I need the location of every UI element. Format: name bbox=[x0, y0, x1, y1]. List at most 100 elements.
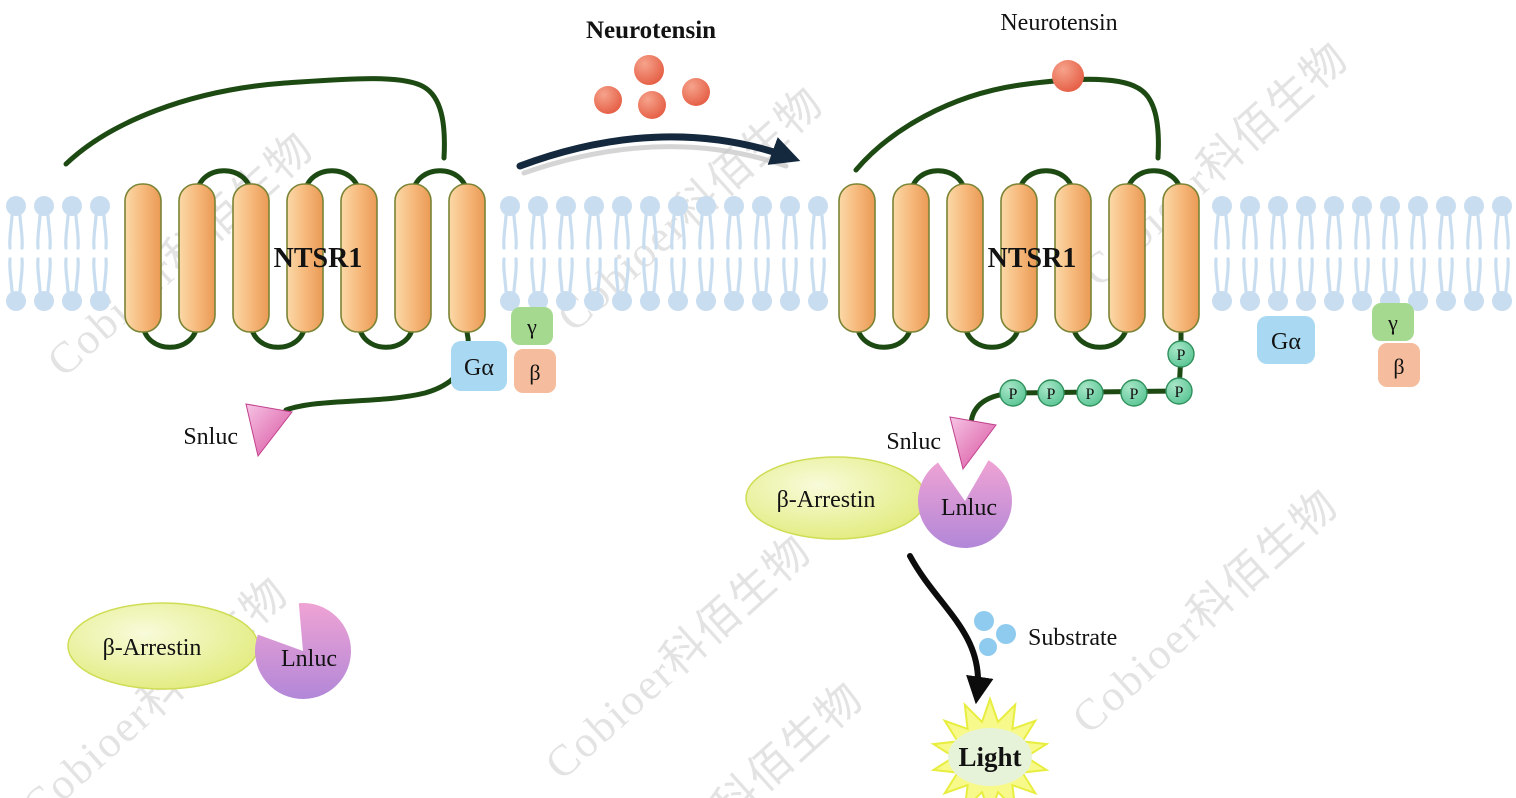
reaction-arrow bbox=[907, 553, 994, 705]
lipid bbox=[1210, 257, 1234, 313]
neurotensin-title: Neurotensin bbox=[586, 17, 716, 44]
g-beta-box-right bbox=[1378, 343, 1420, 387]
arrestin-complex-left: β-Arrestin Lnluc bbox=[67, 602, 352, 700]
phospho-label: P bbox=[1047, 386, 1056, 403]
receptor-name-left: NTSR1 bbox=[274, 243, 363, 274]
g-alpha-box-left bbox=[451, 341, 507, 391]
activation-arrow-shadow bbox=[521, 144, 789, 176]
c-terminus-right bbox=[968, 329, 1184, 426]
lipid bbox=[1266, 194, 1290, 250]
panel-inactive: NTSR1 γ β Gα Snluc β-Arrestin Lnluc bbox=[63, 76, 556, 700]
lnluc-label-right: Lnluc bbox=[941, 495, 997, 521]
g-alpha-box-right bbox=[1257, 316, 1315, 364]
neurotensin-ball-bound bbox=[1052, 60, 1084, 92]
lipid bbox=[722, 257, 746, 313]
lipid bbox=[60, 194, 84, 250]
lipid bbox=[88, 194, 112, 250]
lipid bbox=[1266, 257, 1290, 313]
lnluc-pacman-right bbox=[917, 460, 1012, 548]
lipid bbox=[722, 194, 746, 250]
lipid bbox=[582, 194, 606, 250]
phospho-site bbox=[999, 379, 1027, 407]
phospho-label: P bbox=[1175, 384, 1184, 401]
neurotensin-ball bbox=[682, 78, 710, 106]
lipid bbox=[750, 257, 774, 313]
g-protein-left: γ β Gα bbox=[451, 307, 556, 393]
lipid bbox=[806, 257, 830, 313]
activation-arrow bbox=[516, 133, 801, 170]
lipid bbox=[1238, 194, 1262, 250]
lipid bbox=[1238, 257, 1262, 313]
lipid bbox=[32, 257, 56, 313]
substrate-dot bbox=[996, 624, 1016, 644]
lipid bbox=[1406, 257, 1430, 313]
lipid bbox=[1434, 257, 1458, 313]
lipid bbox=[778, 194, 802, 250]
lipid bbox=[1294, 194, 1318, 250]
lipid bbox=[750, 194, 774, 250]
phospho-site bbox=[1165, 377, 1193, 405]
lipid bbox=[88, 257, 112, 313]
n-terminus-left bbox=[63, 76, 447, 167]
g-protein-right: Gα γ β bbox=[1257, 303, 1420, 387]
neurotensin-ball bbox=[594, 86, 622, 114]
light-core bbox=[948, 728, 1032, 786]
watermark-text: Cobioer科佰生物 bbox=[1063, 479, 1348, 743]
lipid bbox=[554, 194, 578, 250]
g-beta-box-left bbox=[514, 349, 556, 393]
phosphorylation-sites: P P P P P P bbox=[999, 340, 1195, 407]
lipid bbox=[1210, 194, 1234, 250]
lipid bbox=[526, 257, 550, 313]
substrate-dot bbox=[974, 611, 994, 631]
lipid bbox=[498, 257, 522, 313]
neurotensin-ball bbox=[638, 91, 666, 119]
lipid bbox=[1294, 257, 1318, 313]
receptor-name-right: NTSR1 bbox=[988, 243, 1077, 274]
neurotensin-label-right: Neurotensin bbox=[1000, 10, 1117, 36]
lipid bbox=[1434, 194, 1458, 250]
phospho-label: P bbox=[1177, 347, 1186, 364]
lipid bbox=[1322, 194, 1346, 250]
phospho-site bbox=[1167, 340, 1195, 368]
lipid bbox=[1406, 194, 1430, 250]
g-gamma-box-left bbox=[511, 307, 553, 345]
lipid bbox=[1490, 257, 1514, 313]
phospho-site bbox=[1037, 379, 1065, 407]
substrate-dot bbox=[979, 638, 997, 656]
lipid bbox=[526, 194, 550, 250]
lipid bbox=[4, 194, 28, 250]
lipid bbox=[1378, 194, 1402, 250]
substrate-group: Substrate bbox=[974, 611, 1117, 656]
lipid bbox=[778, 257, 802, 313]
g-beta-label-left: β bbox=[529, 360, 540, 385]
lipid bbox=[60, 257, 84, 313]
activation-center: Neurotensin bbox=[516, 17, 801, 176]
g-gamma-label-right: γ bbox=[1387, 310, 1398, 335]
snluc-label-right: Snluc bbox=[886, 429, 941, 455]
lipid bbox=[694, 257, 718, 313]
lipid bbox=[1490, 194, 1514, 250]
g-alpha-label-right: Gα bbox=[1271, 329, 1301, 355]
snluc-tag-right bbox=[949, 416, 997, 471]
g-alpha-label-left: Gα bbox=[464, 355, 494, 381]
n-terminus-right bbox=[853, 76, 1161, 173]
lipid bbox=[666, 257, 690, 313]
g-gamma-box-right bbox=[1372, 303, 1414, 341]
panel-active: Neurotensin NTSR1 P P P P P P Gα γ bbox=[745, 10, 1420, 798]
snluc-label-left: Snluc bbox=[183, 424, 238, 450]
arrestin-complex-right: β-Arrestin Lnluc Snluc bbox=[745, 416, 1012, 548]
lipid bbox=[1350, 194, 1374, 250]
lipid bbox=[32, 194, 56, 250]
lipid bbox=[1322, 257, 1346, 313]
lipid bbox=[1350, 257, 1374, 313]
beta-arrestin-label-left: β-Arrestin bbox=[103, 635, 202, 661]
g-beta-label-right: β bbox=[1393, 354, 1404, 379]
phospho-label: P bbox=[1086, 386, 1095, 403]
light-output: Light bbox=[930, 695, 1050, 798]
phospho-label: P bbox=[1009, 386, 1018, 403]
beta-arrestin-label-right: β-Arrestin bbox=[777, 487, 876, 513]
lipid bbox=[4, 257, 28, 313]
lnluc-pacman-left bbox=[255, 603, 352, 700]
